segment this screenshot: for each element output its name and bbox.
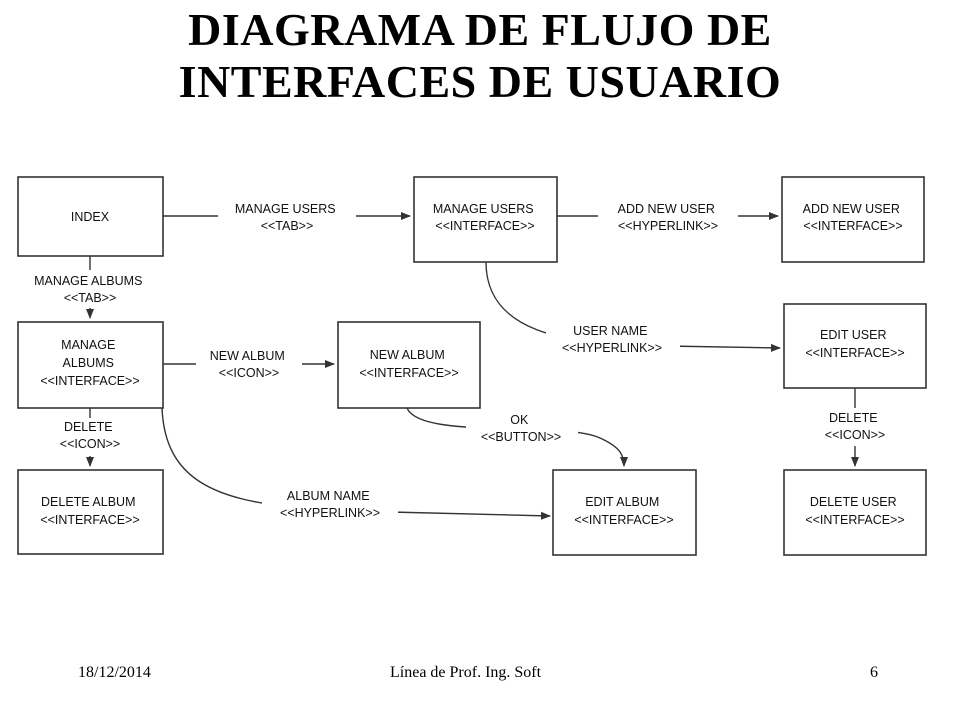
node-new-album: NEW ALBUM <<INTERFACE>> <box>337 321 481 409</box>
node-manage-albums: MANAGE ALBUMS <<INTERFACE>> <box>17 321 164 409</box>
svg-text:DELETE USER <<INTERFACE>: DELETE USER <<INTERFACE>> <box>805 495 904 527</box>
svg-text:EDIT ALBUM <<INTERFACE>>: EDIT ALBUM <<INTERFACE>> <box>574 495 673 527</box>
svg-text:NEW ALBUM <<INTERFACE>>: NEW ALBUM <<INTERFACE>> <box>359 348 458 380</box>
footer-center-text: Línea de Prof. Ing. Soft <box>390 664 542 681</box>
edge-label-user-name-hyperlink: USER NAME <<HYPERLINK>> <box>562 324 662 355</box>
title-line-2: INTERFACES DE USUARIO <box>178 56 782 107</box>
node-index: INDEX <box>17 176 164 257</box>
node-manage-users: MANAGE USERS <<INTERFACE>> <box>413 176 558 263</box>
edge-label-album-name-hyperlink: ALBUM NAME <<HYPERLINK>> <box>280 489 380 520</box>
svg-text:MANAGE ALBUMS <<IN: MANAGE ALBUMS <<INTERFACE>> <box>40 338 139 388</box>
svg-text:INDEX: INDEX <box>71 210 110 224</box>
edge-label-manage-albums-tab: MANAGE ALBUMS <<TAB>> <box>34 274 146 305</box>
edge-label-new-album-icon: NEW ALBUM <<ICON>> <box>210 349 289 380</box>
node-edit-user: EDIT USER <<INTERFACE>> <box>783 303 927 389</box>
node-add-new-user: ADD NEW USER <<INTERFACE>> <box>781 176 925 263</box>
node-edit-album: EDIT ALBUM <<INTERFACE>> <box>552 469 697 556</box>
footer-date: 18/12/2014 <box>78 664 151 681</box>
edge-label-delete-user-icon: DELETE <<ICON>> <box>825 411 885 442</box>
svg-text:MANAGE USERS <<INTERFACE: MANAGE USERS <<INTERFACE>> <box>433 202 537 233</box>
svg-text:ADD NEW USER <<INTERFACE: ADD NEW USER <<INTERFACE>> <box>803 202 904 233</box>
node-delete-user: DELETE USER <<INTERFACE>> <box>783 469 927 556</box>
edge-label-add-new-user-hyperlink: ADD NEW USER <<HYPERLINK>> <box>618 202 719 233</box>
edge-label-manage-users-tab: MANAGE USERS <<TAB>> <box>235 202 339 233</box>
node-delete-album: DELETE ALBUM <<INTERFACE>> <box>17 469 164 555</box>
title-line-1: DIAGRAMA DE FLUJO DE <box>188 4 772 55</box>
edge-label-delete-album-icon: DELETE <<ICON>> <box>60 420 120 451</box>
edge-label-ok-button: OK <<BUTTON>> <box>481 413 561 444</box>
svg-text:EDIT USER <<INTERFACE>>: EDIT USER <<INTERFACE>> <box>805 328 904 360</box>
footer-page-number: 6 <box>870 664 878 681</box>
slide-title: DIAGRAMA DE FLUJO DE INTERFACES DE USUAR… <box>0 4 960 108</box>
svg-text:DELETE ALBUM <<INTERFACE: DELETE ALBUM <<INTERFACE>> <box>40 495 139 527</box>
